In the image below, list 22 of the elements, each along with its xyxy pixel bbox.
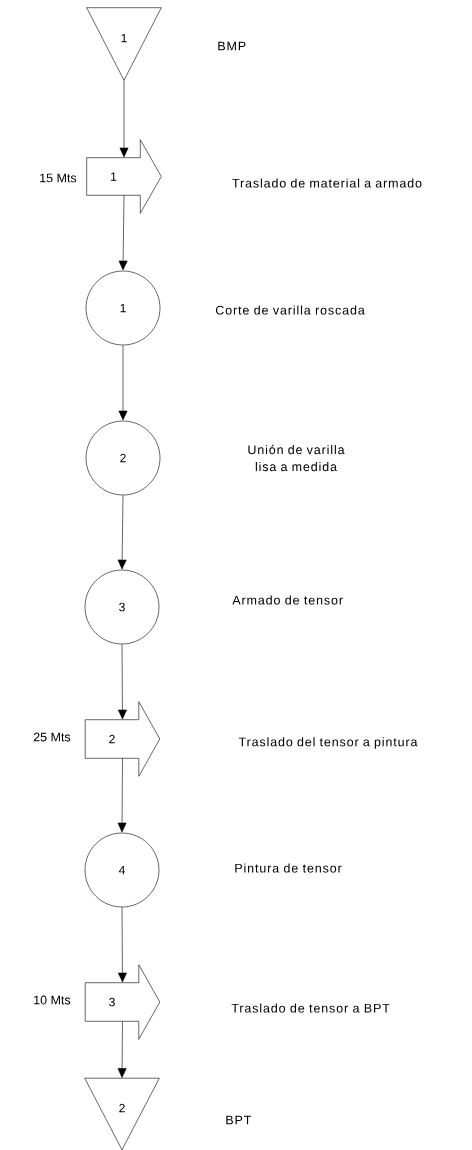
arrow: [118, 644, 127, 720]
storage-triangle: 2: [84, 1077, 160, 1150]
step-description: BPT: [226, 1115, 252, 1125]
step-description: Traslado de material a armado: [232, 178, 422, 188]
step-description: Traslado del tensor a pintura: [238, 737, 418, 749]
arrow: [117, 758, 127, 833]
distance-label: 10 Mts: [34, 995, 71, 1005]
distance-label: 15 Mts: [40, 173, 77, 183]
step-description: Corte de varilla roscada: [215, 305, 365, 315]
arrow: [117, 495, 127, 570]
step-description: Armado de tensor: [232, 595, 343, 605]
step-description: Traslado de tensor a BPT: [231, 1003, 390, 1013]
step-description: Pintura de tensor: [235, 863, 342, 873]
step-description: Unión de varilla lisa a medida: [248, 444, 345, 472]
step-description: BMP: [218, 41, 246, 51]
arrow: [117, 1021, 127, 1078]
arrow: [118, 907, 127, 983]
arrow: [118, 195, 128, 271]
arrow: [119, 80, 129, 158]
arrow: [118, 345, 128, 421]
storage-triangle: 1: [86, 7, 162, 81]
distance-label: 25 Mts: [33, 732, 71, 742]
